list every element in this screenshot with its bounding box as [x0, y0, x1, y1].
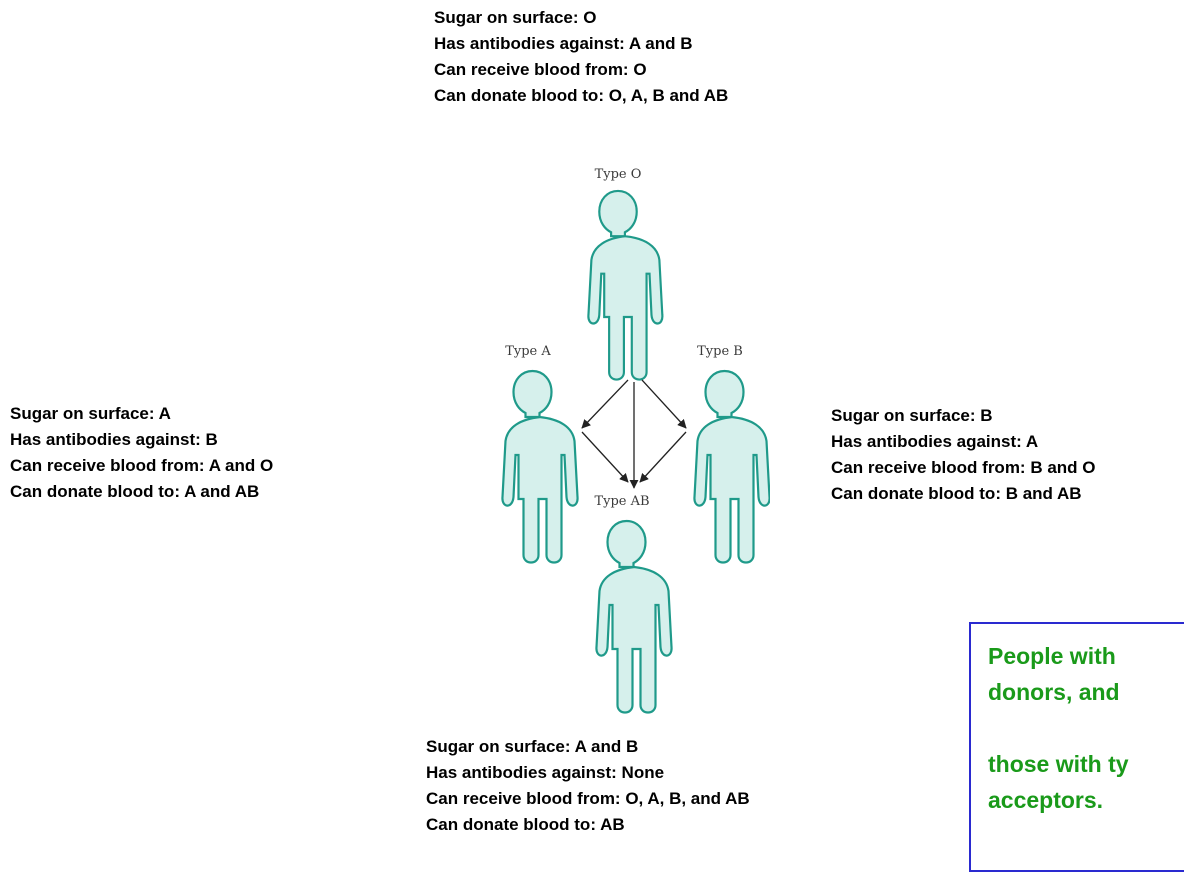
person-silhouette-icon: [595, 519, 673, 714]
note-line-4: acceptors.: [988, 787, 1104, 813]
type-ab-antibodies: Has antibodies against: None: [426, 763, 665, 782]
arrow-icon: [639, 431, 687, 483]
type-a-label: Type A: [505, 344, 551, 359]
type-a-antibodies: Has antibodies against: B: [10, 430, 218, 449]
type-o-info: Sugar on surface: O Has antibodies again…: [434, 5, 728, 109]
type-ab-donate: Can donate blood to: AB: [426, 815, 625, 834]
person-silhouette-icon: [693, 369, 770, 564]
type-o-receive: Can receive blood from: O: [434, 60, 647, 79]
note-spacer: [988, 710, 1184, 746]
type-b-antibodies: Has antibodies against: A: [831, 432, 1039, 451]
note-box: People with donors, and those with ty ac…: [969, 622, 1184, 872]
type-ab-label: Type AB: [594, 494, 649, 509]
person-silhouette-icon: [587, 189, 664, 381]
type-b-donate: Can donate blood to: B and AB: [831, 484, 1082, 503]
type-a-donate: Can donate blood to: A and AB: [10, 482, 260, 501]
type-ab-info: Sugar on surface: A and B Has antibodies…: [426, 734, 750, 838]
type-b-receive: Can receive blood from: B and O: [831, 458, 1096, 477]
type-o-sugar: Sugar on surface: O: [434, 8, 597, 27]
note-line-2: donors, and: [988, 679, 1120, 705]
type-o-donate: Can donate blood to: O, A, B and AB: [434, 86, 729, 105]
note-line-1: People with: [988, 643, 1116, 669]
arrow-icon: [641, 379, 687, 429]
type-b-label: Type B: [697, 344, 743, 359]
type-a-receive: Can receive blood from: A and O: [10, 456, 274, 475]
person-silhouette-icon: [501, 369, 579, 564]
note-line-3: those with ty: [988, 751, 1129, 777]
blood-type-diagram: Type O Type A Type B Type AB: [501, 167, 770, 714]
type-a-sugar: Sugar on surface: A: [10, 404, 171, 423]
type-b-info: Sugar on surface: B Has antibodies again…: [831, 403, 1096, 507]
type-ab-sugar: Sugar on surface: A and B: [426, 737, 639, 756]
type-a-info: Sugar on surface: A Has antibodies again…: [10, 401, 273, 505]
type-ab-receive: Can receive blood from: O, A, B, and AB: [426, 789, 750, 808]
arrow-icon: [581, 379, 629, 429]
type-o-antibodies: Has antibodies against: A and B: [434, 34, 693, 53]
type-b-sugar: Sugar on surface: B: [831, 406, 993, 425]
arrow-icon: [581, 431, 629, 483]
type-o-label: Type O: [595, 167, 642, 182]
